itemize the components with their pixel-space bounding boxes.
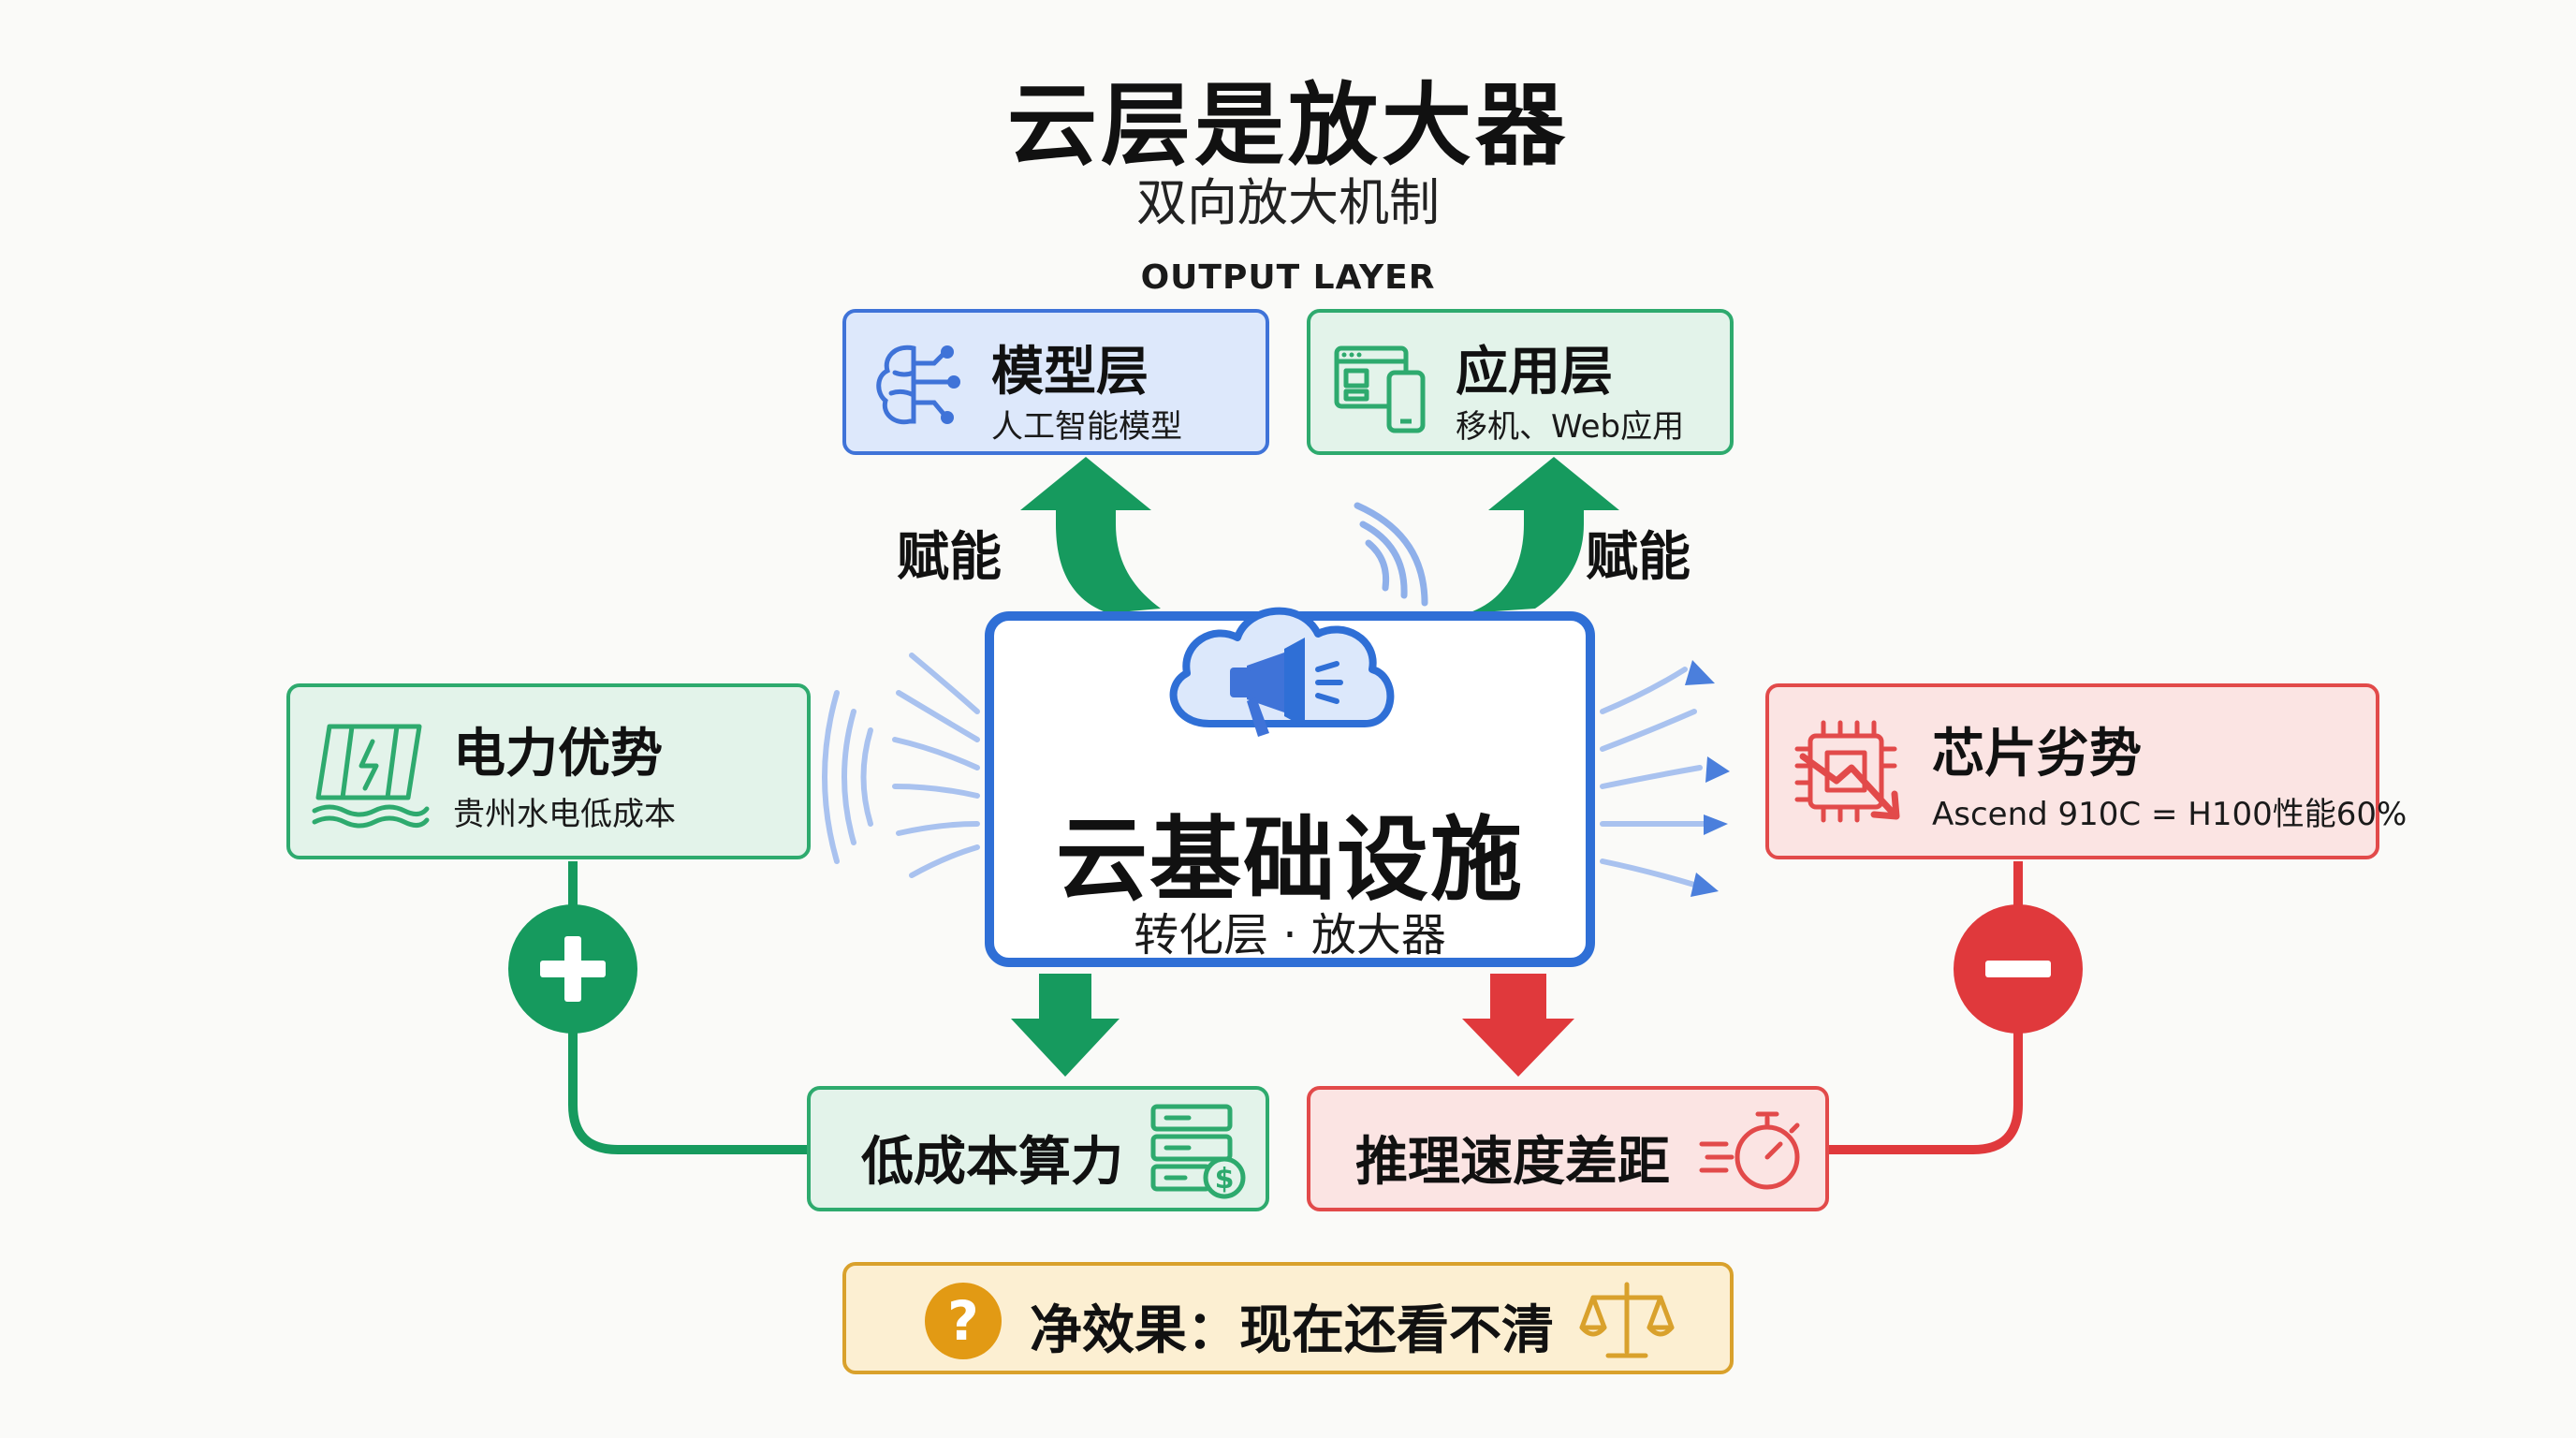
plus-sign-icon [508,904,637,1034]
question-mark-icon: ? [925,1283,1002,1359]
red-connector-line [1827,861,2023,1154]
model-layer-title: 模型层 [991,342,1149,403]
app-layer-title: 应用层 [1456,342,1613,403]
power-advantage-card: 电力优势 贵州水电低成本 [286,683,811,859]
server-dollar-icon: $ [1150,1104,1246,1199]
center-title: 云基础设施 [1055,807,1524,914]
net-effect-title: 净效果：现在还看不清 [1030,1300,1554,1361]
right-wave-arrowheads [1685,660,1730,897]
empower-label-right: 赋能 [1586,527,1690,588]
page-subtitle: 双向放大机制 [1136,173,1440,232]
svg-text:$: $ [1215,1163,1235,1196]
app-layer-subtitle: 移机、Web应用 [1456,408,1685,446]
right-waves [1600,667,1706,888]
browser-mobile-icon [1334,345,1426,433]
inference-gap-title: 推理速度差距 [1355,1132,1670,1193]
brain-circuit-icon [876,345,960,425]
low-cost-compute-title: 低成本算力 [861,1132,1123,1193]
low-cost-compute-card: 低成本算力 $ [807,1086,1269,1211]
chip-disadvantage-title: 芯片劣势 [1932,724,2142,785]
minus-sign-icon [1954,904,2083,1034]
down-arrow-green [1011,974,1120,1077]
page-title: 云层是放大器 [1007,73,1569,178]
down-arrow-red [1462,974,1574,1077]
green-connector-line [568,861,807,1154]
chip-disadvantage-card: 芯片劣势 Ascend 910C = H100性能60% [1765,683,2407,859]
net-effect-card: ? 净效果：现在还看不清 [842,1262,1734,1374]
balance-scale-icon [1579,1282,1675,1358]
sound-arcs [1354,502,1428,607]
left-waves [822,653,980,878]
solar-panel-icon [312,724,430,829]
empower-arrow-right [1468,457,1619,613]
chip-disadvantage-subtitle: Ascend 910C = H100性能60% [1932,796,2408,833]
empower-label-left: 赋能 [897,527,1002,588]
model-layer-card: 模型层 人工智能模型 [842,309,1269,455]
model-layer-subtitle: 人工智能模型 [991,408,1182,446]
app-layer-card: 应用层 移机、Web应用 [1307,309,1734,455]
power-advantage-subtitle: 贵州水电低成本 [453,796,676,833]
inference-gap-card: 推理速度差距 [1307,1086,1829,1211]
cloud-infrastructure-card: 云基础设施 转化层 · 放大器 [985,607,1595,967]
output-layer-label: OUTPUT LAYER [1140,258,1436,297]
power-advantage-title: 电力优势 [453,724,663,785]
chip-down-icon [1794,720,1900,823]
center-subtitle: 转化层 · 放大器 [1134,909,1446,961]
empower-arrow-left [1020,457,1161,613]
stopwatch-icon [1699,1111,1800,1190]
cloud-megaphone-icon [1169,607,1395,737]
